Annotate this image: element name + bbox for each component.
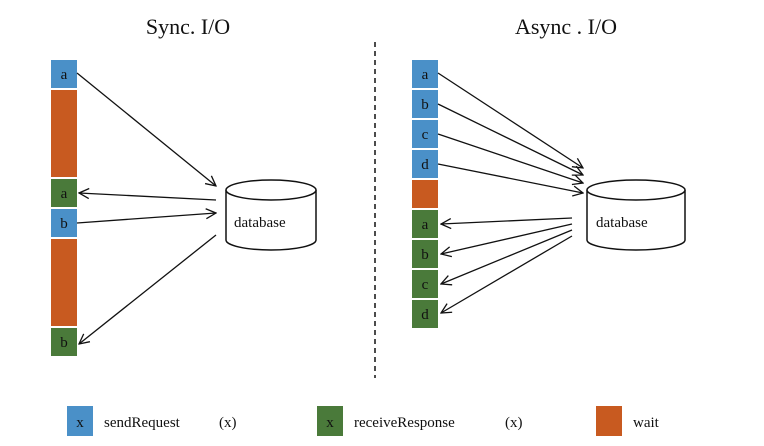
sync-database: database [225,179,317,251]
async-block-receive-response-d [410,298,440,330]
legend-swatch-receive-text: x [326,415,334,431]
sync-database-label: database [234,215,286,231]
legend-swatch-wait [596,406,622,436]
async-arrow-receive-a [441,217,573,224]
sync-block-label: a [61,67,68,83]
async-title: Async . I/O [515,14,617,39]
legend-label-send: sendRequest [104,415,181,431]
async-block-label: c [422,277,429,293]
legend-swatch-send [67,406,93,436]
async-block-receive-response-c [410,268,440,300]
sync-arrow-receive-b [79,234,217,344]
legend-label-receive: receiveResponse [354,415,455,431]
async-arrow-receive-c [441,229,573,284]
sync-arrow-receive-a [79,193,217,201]
sync-title: Sync. I/O [146,14,230,39]
legend-label-wait: wait [633,415,660,431]
legend-suffix-receive: (x) [505,415,523,431]
async-block-label: d [421,157,429,173]
async-block-label: c [422,127,429,143]
async-block-send-request-d [410,148,440,180]
async-block-label: a [422,67,429,83]
async-database-label: database [596,215,648,231]
async-arrow-receive-d [441,235,573,313]
sync-block-label: b [60,216,68,232]
legend-item-wait: wait [596,406,660,436]
sync-block-wait [49,237,79,328]
legend-item-send: x sendRequest (x) [67,406,237,436]
async-block-label: b [421,97,429,113]
legend-suffix-send: (x) [219,415,237,431]
legend-item-receive: x receiveResponse (x) [317,406,523,436]
sync-arrow-send-b [76,213,216,224]
sync-block-label: b [60,335,68,351]
async-block-label: d [421,307,429,323]
async-block-receive-response-a [410,208,440,240]
async-block-label: b [421,247,429,263]
async-database: database [586,179,686,251]
legend-swatch-receive [317,406,343,436]
async-block-label: a [422,217,429,233]
async-block-wait [410,178,440,210]
async-arrow-receive-b [441,223,573,254]
sync-block-wait [49,88,79,179]
async-arrow-send-c [437,133,583,183]
sync-arrow-send-a [76,72,216,186]
legend-swatch-send-text: x [76,415,84,431]
sync-block-label: a [61,186,68,202]
async-arrow-send-a [437,72,583,168]
async-arrow-send-d [437,163,583,193]
async-block-receive-response-b [410,238,440,270]
async-arrow-send-b [437,103,583,175]
sync-block-receive-response-b [49,326,79,358]
legend: x sendRequest (x) x receiveResponse (x) … [67,406,660,436]
